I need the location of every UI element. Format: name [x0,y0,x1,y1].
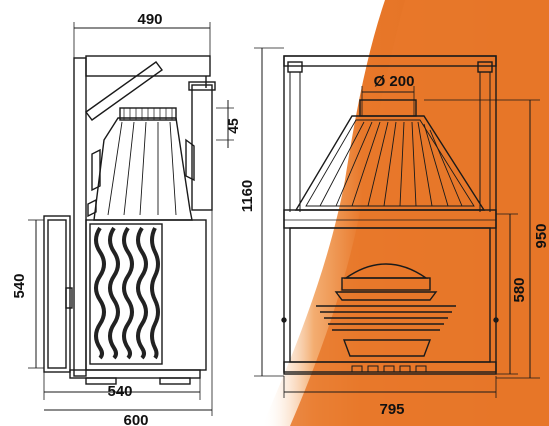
orange-background-core [290,0,549,426]
side-diagonal-strut [85,61,163,121]
front-grate [316,305,456,331]
dim-front-flue-diameter: Ø 200 [374,73,415,90]
dim-front-right-outer-height: 950 [533,223,549,248]
dim-side-bottom-outer: 600 [123,412,148,426]
side-frame-post [73,57,87,377]
front-view [254,47,540,398]
dim-side-bottom-inner: 540 [107,383,132,400]
side-door-frame [43,215,71,373]
side-wave-ribs [94,226,160,360]
dim-front-total-height: 1160 [239,180,256,213]
side-base [69,369,201,379]
dim-side-flue-offset: 45 [225,118,241,134]
side-view [28,22,234,416]
side-firebox [85,219,207,371]
dim-side-top-width: 490 [137,11,162,28]
dim-side-left-height: 540 [11,273,28,298]
side-flue-tube [191,84,213,211]
side-top-plate [85,55,211,77]
front-base [283,361,497,375]
side-wave-panel [89,223,163,365]
front-hood-ribs [319,121,463,207]
front-ash-pan [342,339,432,357]
front-dome [343,263,429,279]
dim-front-bottom-width: 795 [379,401,404,418]
dim-front-opening-height: 580 [511,277,528,302]
